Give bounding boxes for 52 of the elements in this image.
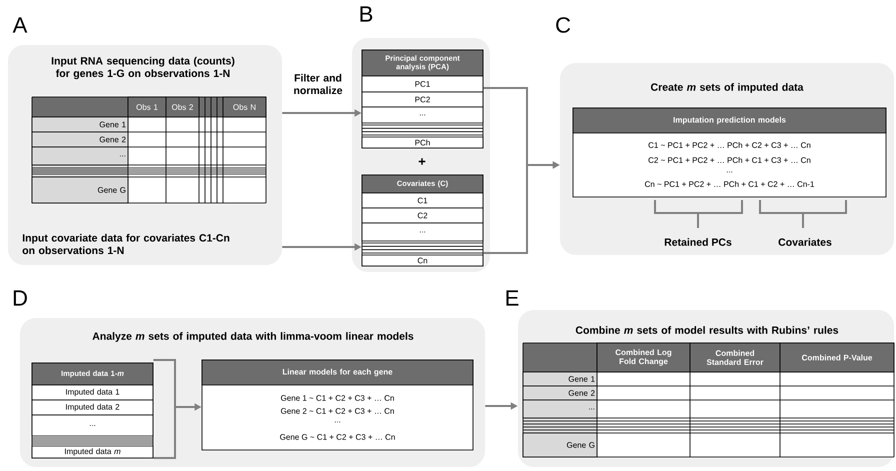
table-cell: C2	[362, 208, 484, 224]
table-cell: Imputed data m	[32, 446, 154, 458]
table-cell: ...	[362, 106, 484, 124]
list-table	[362, 174, 484, 266]
panel-letter: E	[506, 290, 518, 306]
header-cell: Combined P-Value	[780, 342, 894, 372]
header-cell: Combined Log Fold Change	[596, 342, 690, 372]
header-cell: Obs 1	[128, 96, 166, 118]
model-box	[572, 108, 886, 198]
plus-sign: +	[418, 158, 426, 165]
header-cell: Combined Standard Error	[690, 342, 780, 372]
panel-letter: C	[556, 17, 570, 33]
title-text: Analyze m sets of imputed data with limma-voom linear models	[92, 332, 414, 342]
panel-letter: B	[360, 6, 372, 22]
formula-text: Gene 2 ~ C1 + C2 + C3 + … Cn	[281, 408, 394, 414]
title-text: Input covariate data for covariates C1-Cn on observations 1-N	[22, 234, 230, 254]
formula-text: Cn ~ PC1 + PC2 + … PCh + C1 + C2 + … Cn-1	[645, 181, 814, 187]
table-cell: ...	[32, 414, 154, 436]
table-cell: PCh	[362, 136, 484, 148]
title-text: Combine m sets of model results with Rubins’ rules	[576, 326, 838, 334]
formula-text: C2 ~ PC1 + PC2 + … PCh + C1 + C3 + … Cn	[648, 157, 810, 163]
model-box	[202, 360, 474, 450]
table-cell: PC2	[362, 92, 484, 108]
table-cell: Gene 1	[32, 116, 128, 132]
formula-text: Gene G ~ C1 + C2 + C3 + … Cn	[280, 434, 395, 440]
table-cell: Gene 2	[522, 386, 598, 400]
header-cell: Obs 2	[166, 96, 200, 118]
panel-letter: D	[14, 290, 27, 306]
table-cell: Gene G	[32, 176, 128, 204]
table-cell: Cn	[362, 254, 484, 266]
list-table	[32, 362, 154, 458]
table-cell: Gene 1	[522, 372, 598, 386]
formula-text: Gene 1 ~ C1 + C2 + C3 + … Cn	[281, 395, 394, 401]
header-cell: Linear models for each gene	[202, 360, 474, 386]
header-cell: Imputation prediction models	[572, 108, 886, 134]
table-cell: Imputed data 1	[32, 384, 154, 400]
table-cell: ...	[32, 146, 128, 166]
table-cell: ...	[522, 400, 598, 418]
table-cell: Imputed data 2	[32, 400, 154, 416]
table-cell: Gene 2	[32, 132, 128, 148]
formula-text: C1 ~ PC1 + PC2 + … PCh + C2 + C3 + … Cn	[648, 142, 810, 148]
title-text: Create m sets of imputed data	[651, 83, 804, 93]
table-cell: ...	[362, 222, 484, 242]
header-cell: Obs N	[222, 96, 266, 118]
edge-label: Filter and normalize	[294, 74, 342, 94]
list-table	[362, 50, 484, 148]
bracket-label: Covariates	[778, 238, 832, 246]
bracket-label: Retained PCs	[664, 238, 732, 246]
table-cell: C1	[362, 192, 484, 208]
table-cell: Gene G	[522, 432, 598, 458]
table-cell: PC1	[362, 76, 484, 92]
title-text: Input RNA sequencing data (counts) for genes 1-G on observations 1-N	[52, 56, 234, 80]
